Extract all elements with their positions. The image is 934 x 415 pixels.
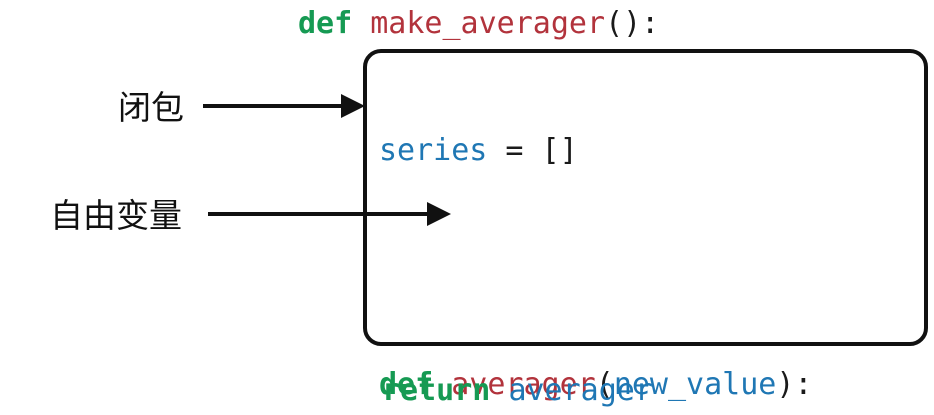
code-token: [490, 373, 508, 408]
code-token: (: [595, 367, 614, 402]
code-token: series: [379, 133, 488, 168]
code-token: new_value: [613, 367, 777, 402]
code-token: ):: [776, 367, 813, 402]
code-line-def-averager: def averager(new_value):: [379, 361, 885, 408]
closure-arrow-head-icon: [341, 94, 365, 118]
code-line-def-make-averager: def make_averager():: [298, 4, 659, 44]
closure-code-block: series = [] def averager(new_value): ser…: [379, 57, 885, 415]
code-token: [352, 6, 370, 41]
free-variable-arrow-shaft: [208, 212, 430, 216]
code-token: averager: [451, 367, 596, 402]
code-token: def: [379, 367, 434, 402]
code-token: = []: [487, 133, 578, 168]
code-token: def: [298, 6, 353, 41]
code-token: make_averager: [370, 6, 606, 41]
closure-box: [363, 49, 928, 346]
label-free-variable: 自由变量: [50, 196, 182, 235]
code-line-return-averager: return averager: [382, 371, 653, 411]
code-token: averager: [508, 373, 653, 408]
free-variable-arrow-head-icon: [427, 202, 451, 226]
code-token: return: [382, 373, 491, 408]
code-line-series-init: series = []: [379, 127, 885, 174]
closure-arrow-shaft: [203, 104, 343, 108]
code-line-blank: [379, 244, 885, 291]
code-token: ():: [605, 6, 660, 41]
label-closure: 闭包: [118, 88, 184, 127]
